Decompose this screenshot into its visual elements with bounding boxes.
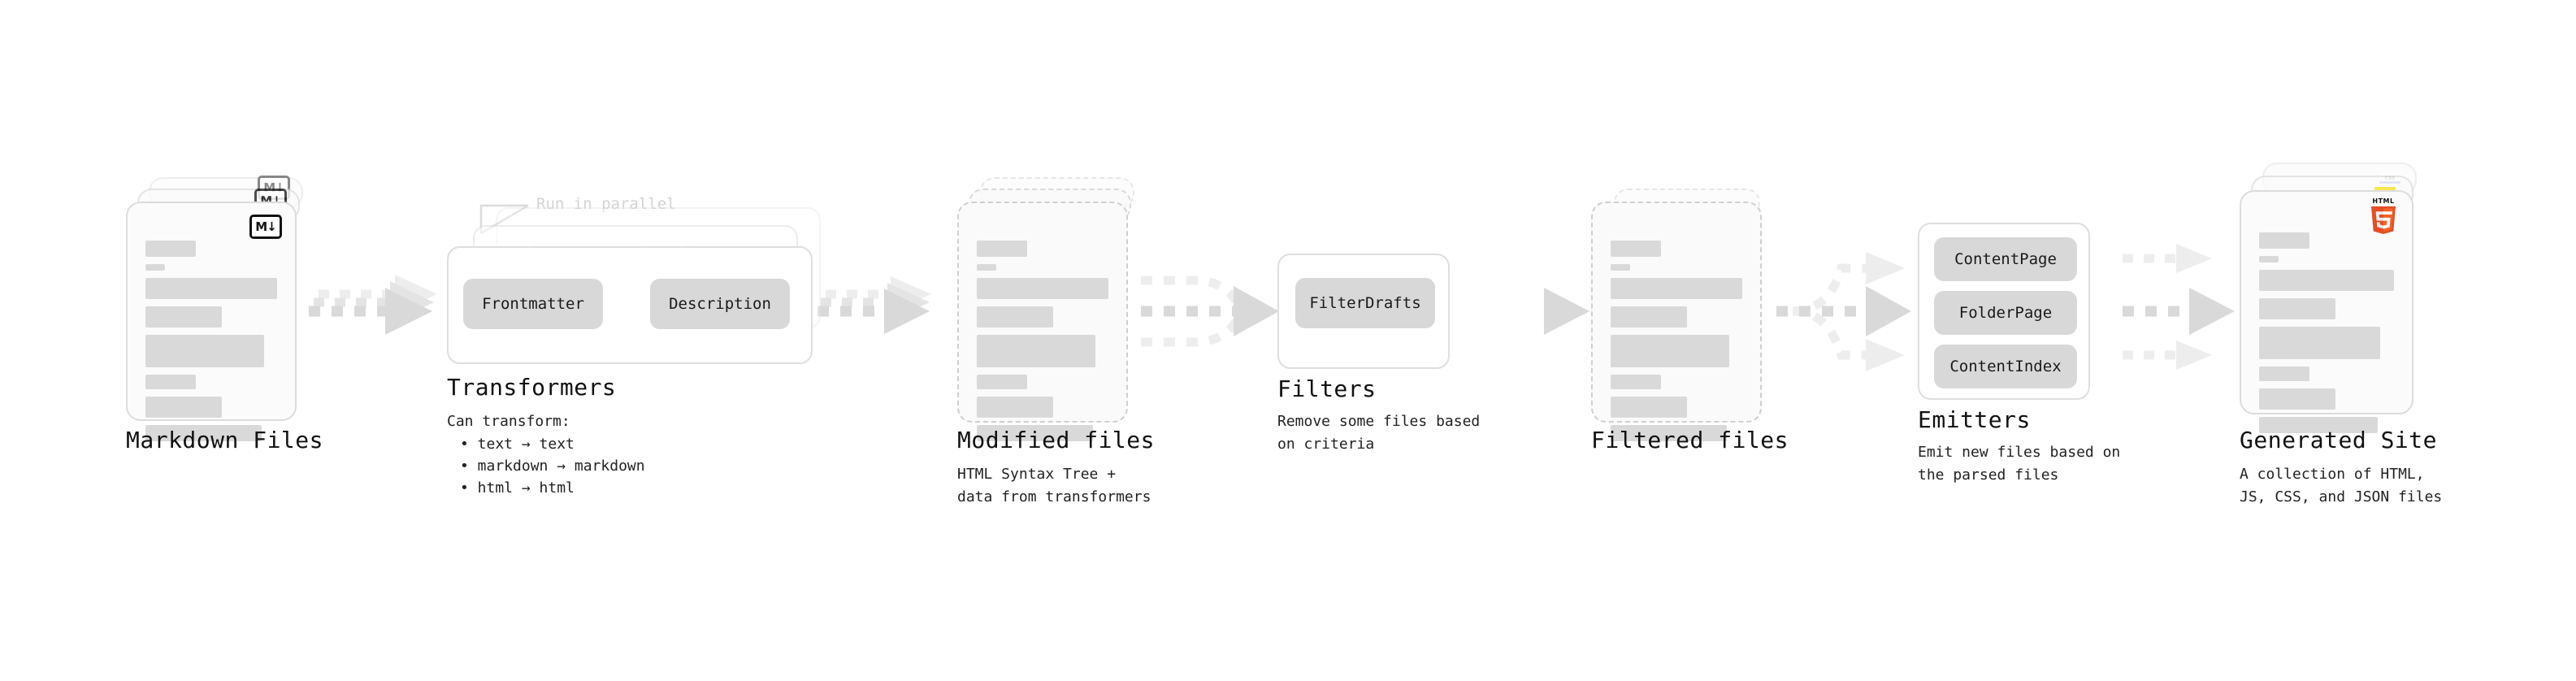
stage-title-generated-site: Generated Site: [2240, 427, 2438, 453]
content-bar: [977, 335, 1095, 367]
transformer-chip-description[interactable]: Description: [650, 279, 790, 329]
html5-badge: HTML: [2368, 198, 2399, 236]
markdown-badge: M↓: [249, 215, 282, 239]
content-bar: [1611, 306, 1687, 327]
stage-title-emitters: Emitters: [1918, 406, 2031, 433]
content-bar: [977, 306, 1053, 327]
generated-site-stack[interactable]: CSS HTML: [2240, 163, 2435, 433]
arrow-markdown-to-transformers: [309, 275, 437, 335]
file-content-bars: [1611, 231, 1742, 449]
content-bar: [977, 375, 1027, 389]
stage-title-transformers: Transformers: [447, 374, 617, 401]
arrow-emitters-to-site: [2123, 244, 2235, 370]
content-bar: [2259, 367, 2309, 381]
content-bar: [2259, 256, 2279, 262]
content-bar: [977, 264, 996, 271]
content-bar: [145, 425, 262, 441]
markdown-card-front[interactable]: M↓: [126, 202, 297, 441]
content-bar: [1611, 335, 1729, 367]
emitter-chip-contentindex[interactable]: ContentIndex: [1934, 345, 2077, 388]
content-bar: [1611, 397, 1687, 418]
emitters-subtitle: Emit new files based on the parsed files: [1918, 444, 2121, 484]
modified-files-subtitle: HTML Syntax Tree + data from transformer…: [957, 466, 1151, 505]
arrow-modified-to-filters: [1141, 275, 1279, 347]
markdown-files-stack[interactable]: M↓ M↓ M↓: [126, 176, 313, 441]
content-bar: [1611, 375, 1661, 389]
content-bar: [145, 375, 196, 389]
content-bar: [977, 241, 1027, 257]
emitter-chip-folderpage[interactable]: FolderPage: [1934, 291, 2077, 335]
site-card-html[interactable]: HTML: [2240, 190, 2413, 433]
content-bar: [2259, 388, 2335, 410]
content-bar: [2259, 417, 2379, 433]
modified-card-front[interactable]: [957, 202, 1128, 441]
stage-title-modified-files: Modified files: [957, 427, 1156, 453]
html5-shield-icon: [2370, 206, 2396, 234]
content-bar: [977, 278, 1108, 299]
transformers-group[interactable]: Frontmatter Description: [447, 207, 829, 370]
filters-box[interactable]: FilterDrafts: [1277, 254, 1450, 369]
content-bar: [1611, 425, 1727, 441]
filtered-files-stack[interactable]: [1591, 189, 1778, 441]
content-bar: [977, 425, 1093, 441]
filter-chip-filterdrafts[interactable]: FilterDrafts: [1295, 278, 1435, 328]
content-bar: [2259, 298, 2335, 319]
transformers-caption: Can transform:: [447, 413, 570, 430]
modified-files-stack[interactable]: [957, 177, 1144, 441]
content-bar: [145, 241, 196, 257]
emitters-box[interactable]: ContentPage FolderPage ContentIndex: [1918, 223, 2090, 400]
transformers-bullet-1: • markdown → markdown: [460, 458, 645, 475]
content-bar: [145, 278, 277, 299]
content-bar: [2259, 232, 2309, 249]
stage-title-filtered-files: Filtered files: [1591, 427, 1789, 453]
stage-title-markdown-files: Markdown Files: [126, 427, 324, 453]
content-bar: [145, 264, 165, 271]
content-bar: [145, 306, 222, 327]
content-bar: [145, 335, 264, 367]
transformer-chip-frontmatter[interactable]: Frontmatter: [463, 279, 603, 329]
content-bar: [1611, 264, 1630, 271]
content-bar: [2259, 270, 2394, 291]
filters-subtitle: Remove some files based on criteria: [1277, 413, 1481, 453]
file-content-bars: [2259, 219, 2394, 440]
generated-site-subtitle: A collection of HTML, JS, CSS, and JSON …: [2240, 466, 2443, 505]
content-bar: [145, 397, 222, 418]
content-bar: [1611, 241, 1661, 257]
transformer-box-front[interactable]: Frontmatter Description: [447, 246, 813, 364]
file-content-bars: [145, 231, 277, 449]
transformers-bullet-0: • text → text: [460, 436, 575, 453]
content-bar: [977, 397, 1053, 418]
filtered-card-front[interactable]: [1591, 202, 1762, 441]
arrow-filters-to-filtered: [1544, 288, 1589, 335]
transformers-bullet-2: • html → html: [460, 479, 575, 497]
content-bar: [2259, 327, 2381, 359]
stage-title-filters: Filters: [1277, 375, 1377, 402]
arrow-transformers-to-modified: [817, 276, 931, 334]
file-content-bars: [977, 231, 1108, 449]
content-bar: [1611, 278, 1742, 299]
arrow-filtered-to-emitters: [1776, 252, 1911, 371]
emitter-chip-contentpage[interactable]: ContentPage: [1934, 237, 2077, 281]
html-badge-label: HTML: [2372, 197, 2395, 205]
run-in-parallel-label: Run in parallel: [536, 195, 676, 213]
